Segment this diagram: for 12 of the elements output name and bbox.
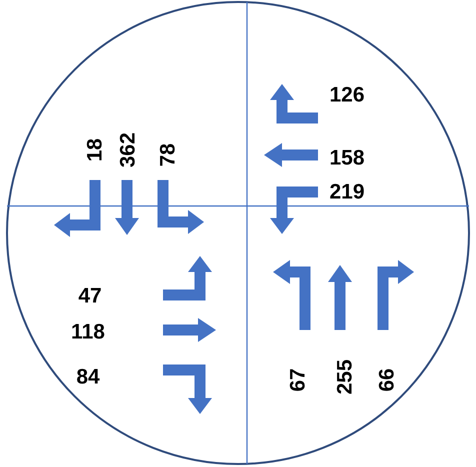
volume-number: 67 (288, 368, 308, 392)
volume-number: 118 (71, 322, 105, 342)
volume-number: 78 (158, 143, 178, 167)
volume-number: 18 (84, 138, 106, 162)
volume-number: 219 (329, 182, 365, 202)
volume-number: 47 (78, 286, 102, 306)
volume-number: 126 (329, 84, 365, 106)
volume-number: 255 (334, 359, 356, 395)
volume-number: 84 (76, 366, 100, 388)
volume-number: 362 (118, 132, 138, 168)
volume-number: 66 (376, 368, 398, 392)
volume-number: 158 (329, 148, 365, 168)
